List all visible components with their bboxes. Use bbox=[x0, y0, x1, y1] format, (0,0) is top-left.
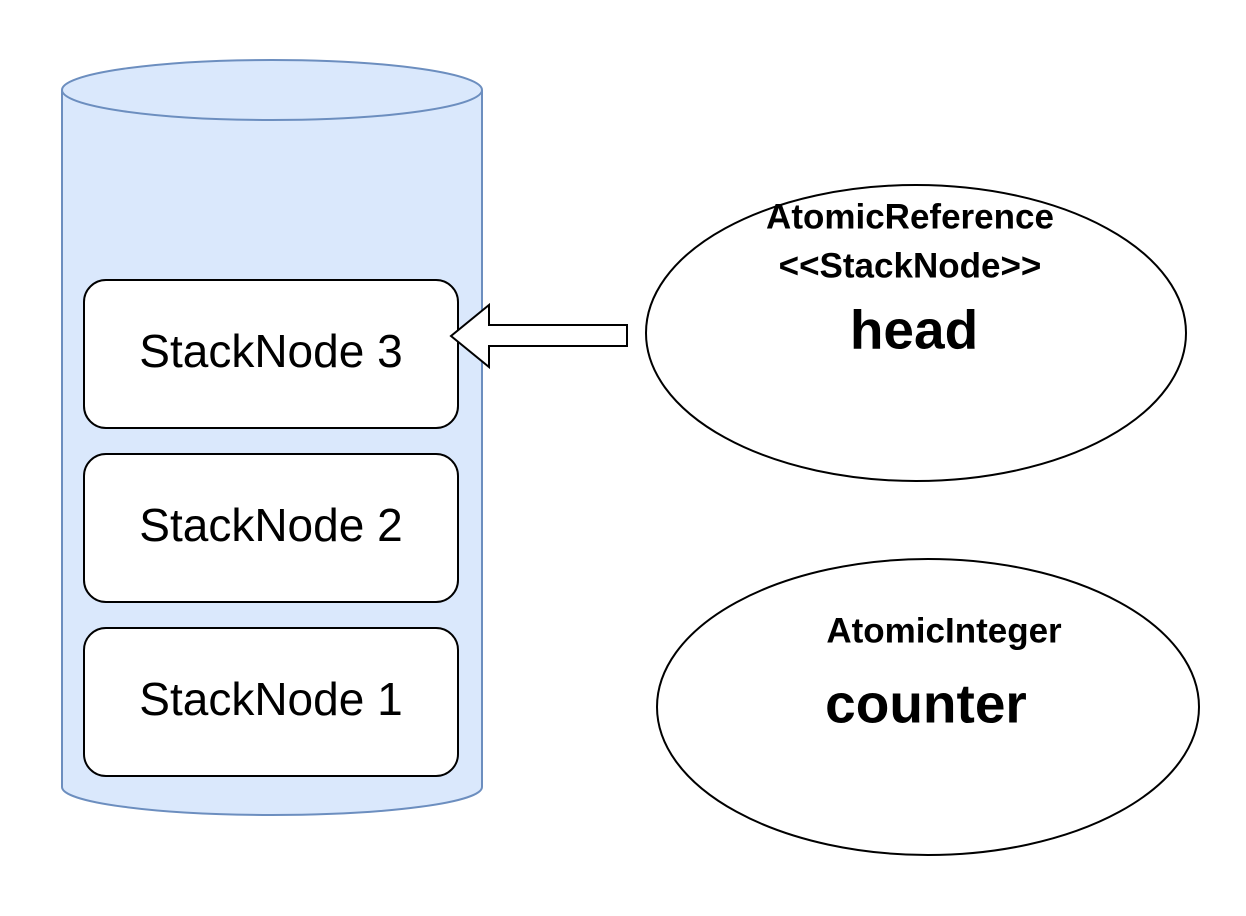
head-pointer-arrow bbox=[449, 302, 628, 370]
head-ellipse bbox=[645, 184, 1187, 482]
head-reference[interactable]: AtomicReference <<StackNode>> head bbox=[645, 184, 1187, 482]
stack-node-2[interactable]: StackNode 2 bbox=[83, 453, 459, 603]
cylinder-top bbox=[61, 59, 483, 121]
stack-node-1[interactable]: StackNode 1 bbox=[83, 627, 459, 777]
stack-node-label: StackNode 3 bbox=[139, 325, 402, 377]
counter-type-label: AtomicInteger bbox=[826, 611, 1062, 650]
stack-node-box bbox=[83, 279, 459, 429]
counter-integer[interactable]: AtomicInteger counter bbox=[656, 558, 1200, 856]
stack-node-label: StackNode 1 bbox=[139, 673, 402, 725]
head-name-label: head bbox=[850, 299, 978, 361]
counter-name-label: counter bbox=[825, 673, 1027, 735]
stack-node-box bbox=[83, 453, 459, 603]
stack-node-label: StackNode 2 bbox=[139, 499, 402, 551]
head-type-label: AtomicReference bbox=[766, 197, 1054, 236]
counter-ellipse bbox=[656, 558, 1200, 856]
stack-node-box bbox=[83, 627, 459, 777]
stack-node-3[interactable]: StackNode 3 bbox=[83, 279, 459, 429]
head-generic-label: <<StackNode>> bbox=[779, 246, 1042, 285]
